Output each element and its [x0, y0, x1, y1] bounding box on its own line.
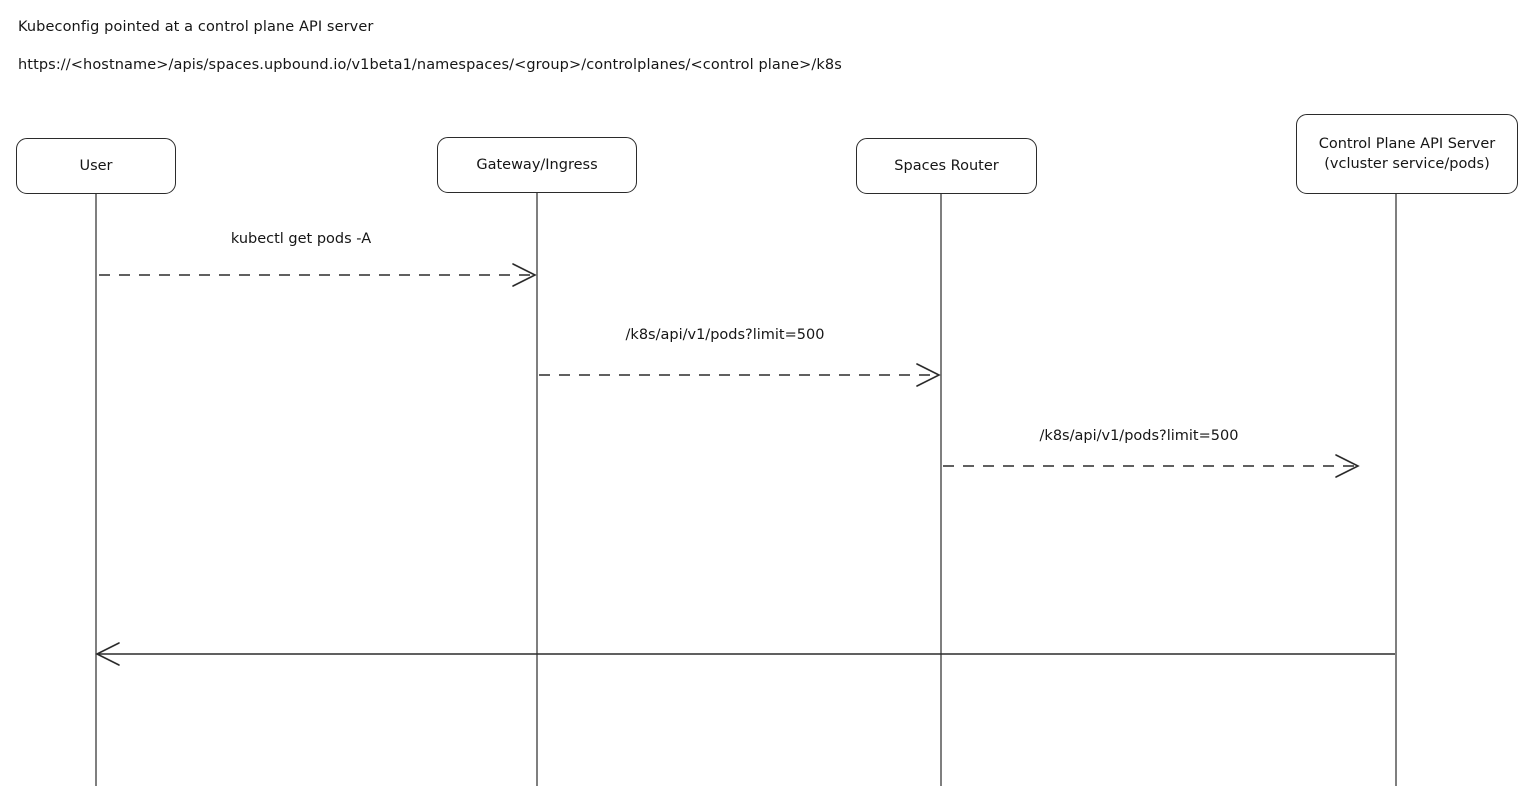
- arrowhead-msg-2: [916, 363, 941, 387]
- participant-label-spaces-router: Spaces Router: [894, 156, 998, 176]
- message-msg-3[interactable]: [943, 454, 1360, 478]
- arrowhead-msg-4: [95, 642, 120, 666]
- participant-label-line: Gateway/Ingress: [476, 157, 598, 173]
- arrowhead-msg-1: [512, 263, 537, 287]
- diagram-title-line-1: Kubeconfig pointed at a control plane AP…: [18, 19, 374, 35]
- participant-box-gateway[interactable]: Gateway/Ingress: [437, 137, 637, 193]
- message-msg-4[interactable]: [95, 642, 1395, 666]
- participant-label-line: (vcluster service/pods): [1324, 156, 1490, 172]
- participant-label-line: User: [79, 158, 113, 174]
- participant-label-control-plane: Control Plane API Server (vcluster servic…: [1319, 134, 1496, 174]
- participant-label-gateway: Gateway/Ingress: [476, 155, 597, 175]
- participant-label-line: Control Plane API Server: [1318, 136, 1496, 152]
- message-msg-2[interactable]: [539, 363, 941, 387]
- participant-label-line: Spaces Router: [894, 158, 999, 174]
- participant-box-control-plane[interactable]: Control Plane API Server (vcluster servic…: [1296, 114, 1518, 194]
- diagram-title-line-2: https://<hostname>/apis/spaces.upbound.i…: [18, 57, 842, 73]
- message-label-msg-2: /k8s/api/v1/pods?limit=500: [625, 327, 825, 343]
- arrowhead-msg-3: [1335, 454, 1360, 478]
- message-msg-1[interactable]: [99, 263, 537, 287]
- message-label-msg-3: /k8s/api/v1/pods?limit=500: [1039, 428, 1239, 444]
- message-label-msg-1: kubectl get pods -A: [230, 231, 372, 247]
- participant-box-user[interactable]: User: [16, 138, 176, 194]
- participant-label-user: User: [79, 156, 112, 176]
- participant-box-spaces-router[interactable]: Spaces Router: [856, 138, 1037, 194]
